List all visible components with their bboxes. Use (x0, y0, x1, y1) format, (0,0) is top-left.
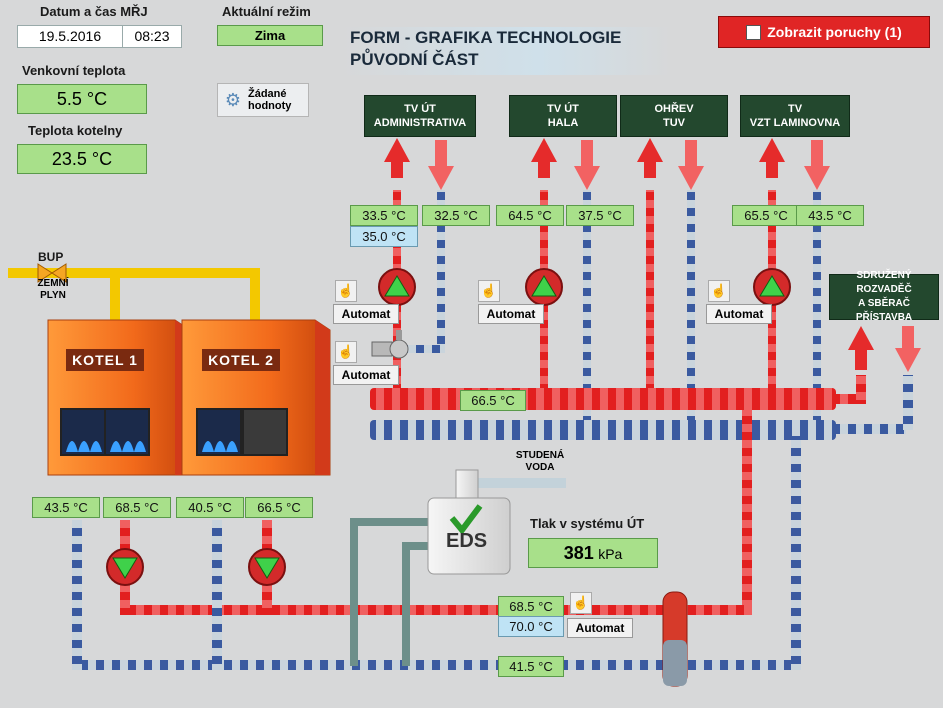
return-pipes-boiler-loop (72, 436, 801, 670)
pressure-display: 381 kPa (528, 538, 658, 568)
pressure-value: 381 (563, 543, 594, 563)
sign-admin-line1: TV ÚT (404, 103, 436, 115)
page-title: FORM - GRAFIKA TECHNOLOGIE (350, 28, 622, 47)
gas-valve-icon (37, 263, 67, 283)
date-display: 19.5.2016 (17, 25, 123, 48)
vzt-return-temp: 43.5 °C (796, 205, 864, 226)
eds-label: EDS (446, 530, 488, 552)
boiler-room-temp-label: Teplota kotelny (28, 123, 123, 138)
bup-label: BUP (38, 250, 64, 264)
hand-pointer-icon[interactable]: ☝ (708, 280, 730, 302)
boiler-1-return-temp: 43.5 °C (32, 497, 100, 518)
mixing-valve-icon (371, 330, 409, 359)
boiler-loop-setpoint-temp: 70.0 °C (498, 616, 564, 637)
eds-pipes (350, 478, 566, 666)
circuit-sign-hala: TV ÚT HALA (509, 95, 617, 137)
boiler-2-supply-temp: 66.5 °C (245, 497, 313, 518)
boiler-loop-supply-temp: 68.5 °C (498, 596, 564, 617)
automat-button-boiler-loop[interactable]: Automat (567, 618, 633, 638)
gas-label: ZEMNÍ PLYN (34, 278, 72, 302)
automat-button-hala[interactable]: Automat (478, 304, 544, 324)
cold-water-label-2: VODA (525, 462, 555, 473)
circuit-sign-vzt: TV VZT LAMINOVNA (740, 95, 850, 137)
checkbox-icon[interactable] (746, 24, 762, 40)
admin-return-temp: 32.5 °C (422, 205, 490, 226)
hand-pointer-icon[interactable]: ☝ (478, 280, 500, 302)
setpoints-label-1: Žádané (248, 88, 287, 100)
outdoor-temp-value: 5.5 °C (17, 84, 147, 114)
time-display: 08:23 (122, 25, 182, 48)
gears-icon: ⚙ (224, 89, 242, 110)
sign-hala-line2: HALA (547, 117, 579, 129)
mode-label: Aktuální režim (222, 4, 311, 19)
page-subtitle: PŮVODNÍ ČÁST (350, 50, 479, 69)
sign-vzt-line2: VZT LAMINOVNA (749, 117, 841, 129)
gas-label-2: PLYN (40, 290, 66, 301)
automat-button-valve[interactable]: Automat (333, 365, 399, 385)
title-panel: FORM - GRAFIKA TECHNOLOGIE PŮVODNÍ ČÁST (342, 27, 670, 75)
checkmark-icon (449, 504, 483, 535)
sign-sdruzeny-line2: A SBĚRAČ PŘÍSTAVBA (855, 298, 913, 323)
boiler-1-supply-temp: 68.5 °C (103, 497, 171, 518)
circuit-sign-tuv: OHŘEV TUV (620, 95, 728, 137)
boiler-room-temp-value: 23.5 °C (17, 144, 147, 174)
mode-value: Zima (217, 25, 323, 46)
pump-icon (106, 268, 791, 586)
automat-button-vzt[interactable]: Automat (706, 304, 772, 324)
sign-sdruzeny-line1: SDRUŽENÝ ROZVADĚČ (856, 270, 912, 295)
show-faults-button[interactable]: Zobrazit poruchy (1) (718, 16, 930, 48)
show-faults-label: Zobrazit poruchy (1) (767, 24, 902, 40)
sign-hala-line1: TV ÚT (547, 103, 579, 115)
sign-admin-line2: ADMINISTRATIVA (373, 117, 467, 129)
arrow-up-icon (384, 138, 874, 370)
datetime-label: Datum a čas MŘJ (40, 4, 148, 19)
hand-pointer-icon[interactable]: ☝ (335, 341, 357, 363)
arrow-down-icon (428, 140, 921, 372)
admin-setpoint-temp: 35.0 °C (350, 226, 418, 247)
boiler-2-label: KOTEL 2 (202, 349, 280, 371)
hala-return-temp: 37.5 °C (566, 205, 634, 226)
flame-icon (66, 441, 238, 452)
boiler-2-return-temp: 40.5 °C (176, 497, 244, 518)
gas-label-1: ZEMNÍ (37, 278, 69, 289)
pressure-unit: kPa (598, 546, 623, 562)
distributor-temp: 66.5 °C (460, 390, 526, 411)
gas-pipe (8, 268, 260, 320)
hydraulic-separator (662, 591, 688, 687)
cold-water-label: STUDENÁ VODA (512, 450, 568, 474)
boiler-1-label: KOTEL 1 (66, 349, 144, 371)
circuit-sign-sdruzeny: SDRUŽENÝ ROZVADĚČ A SBĚRAČ PŘÍSTAVBA (829, 270, 939, 323)
vzt-supply-temp: 65.5 °C (732, 205, 800, 226)
return-pipes-upper (370, 190, 913, 440)
sign-vzt-line1: TV (787, 103, 803, 115)
circuit-sign-admin: TV ÚT ADMINISTRATIVA (364, 95, 476, 137)
boiler-loop-return-temp: 41.5 °C (498, 656, 564, 677)
hand-pointer-icon[interactable]: ☝ (335, 280, 357, 302)
eds-tank (427, 469, 511, 575)
sign-tuv-line2: TUV (663, 117, 685, 129)
setpoints-label-2: hodnoty (248, 100, 292, 112)
pressure-label: Tlak v systému ÚT (530, 516, 645, 531)
setpoints-button[interactable]: ⚙ Žádané hodnoty (217, 83, 309, 117)
automat-button-admin[interactable]: Automat (333, 304, 399, 324)
outdoor-temp-label: Venkovní teplota (22, 63, 126, 78)
cold-water-label-1: STUDENÁ (515, 450, 565, 461)
admin-supply-temp: 33.5 °C (350, 205, 418, 226)
sign-tuv-line1: OHŘEV (654, 103, 694, 115)
hala-supply-temp: 64.5 °C (496, 205, 564, 226)
hand-pointer-icon[interactable]: ☝ (570, 592, 592, 614)
